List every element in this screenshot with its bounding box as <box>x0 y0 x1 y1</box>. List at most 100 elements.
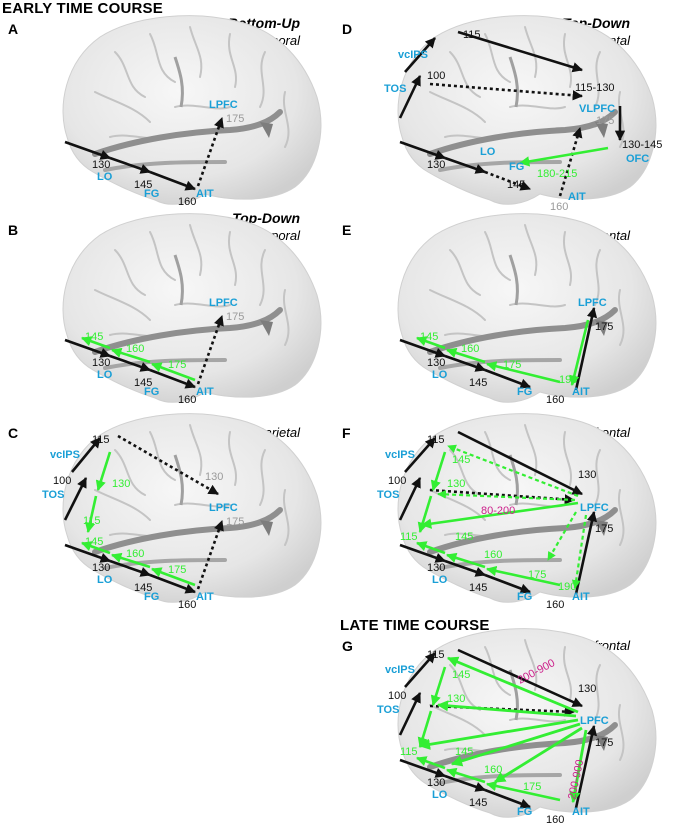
region-c-fg: FG <box>144 591 159 603</box>
panel-f-arrows <box>398 430 598 595</box>
latency-d-115: 115 <box>463 29 481 41</box>
latency-c-g175: 175 <box>168 564 186 576</box>
panel-g-arrows <box>398 648 598 809</box>
arrow-a-fg-ait <box>149 170 196 191</box>
arrow-c-ait-lpfc <box>196 520 224 590</box>
latency-g-g115: 115 <box>400 746 418 758</box>
region-f-tos: TOS <box>377 489 399 501</box>
arrow-f-tos-lo <box>417 495 433 533</box>
arrow-e-fg-ait <box>484 368 531 389</box>
region-d-ofc: OFC <box>626 153 649 165</box>
arrow-f-lo-back <box>416 541 446 555</box>
latency-c-g160: 160 <box>126 548 144 560</box>
region-a-lpfc: LPFC <box>209 99 238 111</box>
panel-b-title: Top-Down <box>232 210 300 226</box>
arrow-f-ait-fg <box>485 565 561 587</box>
latency-f-130: 130 <box>427 562 445 574</box>
arrow-g-ait-fg <box>485 780 561 802</box>
arrow-b-fg-ait <box>149 368 196 389</box>
region-d-tos: TOS <box>384 83 406 95</box>
latency-f-g130: 130 <box>447 478 465 490</box>
latency-d-130-145: 130-145 <box>622 139 662 151</box>
region-f-lpfc: LPFC <box>580 502 609 514</box>
arrow-f-lpfc-mid <box>547 511 577 561</box>
window-f-80-200: 80-200 <box>481 505 515 517</box>
latency-e-g190: 190 <box>559 374 577 386</box>
arrow-b-ait-fg <box>151 362 196 382</box>
arrow-f-lpfc-back <box>420 501 579 529</box>
arrow-d-in <box>399 140 446 160</box>
latency-g-130b: 130 <box>578 683 596 695</box>
latency-c-g115: 115 <box>83 515 101 527</box>
region-e-fg: FG <box>517 386 532 398</box>
latency-c-100: 100 <box>53 475 71 487</box>
latency-b-175: 175 <box>226 311 244 323</box>
latency-g-g130: 130 <box>447 693 465 705</box>
latency-d-145: 145 <box>507 179 525 191</box>
region-g-lo: LO <box>432 789 448 801</box>
region-d-lo: LO <box>480 146 496 158</box>
arrow-g-tos-vcips <box>404 652 436 688</box>
panel-letter-f: F <box>342 425 351 441</box>
arrow-c-in <box>64 543 111 563</box>
latency-d-175: 175 <box>596 115 614 127</box>
region-g-fg: FG <box>517 806 532 818</box>
region-c-lpfc: LPFC <box>209 502 238 514</box>
arrow-c-vcips-tos <box>95 451 112 491</box>
latency-a-145: 145 <box>134 179 152 191</box>
region-g-ait: AIT <box>572 806 590 818</box>
latency-e-g175: 175 <box>503 359 521 371</box>
region-g-tos: TOS <box>377 704 399 716</box>
latency-c-g145: 145 <box>85 536 103 548</box>
latency-e-130: 130 <box>427 357 445 369</box>
latency-g-145: 145 <box>469 797 487 809</box>
arrow-g-vcips-lpfc <box>457 648 583 708</box>
region-b-lo: LO <box>97 369 113 381</box>
latency-f-g115: 115 <box>400 531 418 543</box>
latency-b-145: 145 <box>134 377 152 389</box>
brain-panel-d <box>398 16 656 205</box>
arrow-c-lo-back <box>81 541 111 555</box>
region-a-ait: AIT <box>196 188 214 200</box>
arrow-g-fg-ait <box>484 788 531 809</box>
latency-f-175: 175 <box>595 523 613 535</box>
latency-g-130: 130 <box>427 777 445 789</box>
latency-d-g180-215: 180-215 <box>537 168 577 180</box>
region-b-fg: FG <box>144 386 159 398</box>
latency-d-160: 160 <box>550 201 568 213</box>
arrow-g-fg-lo <box>446 767 486 784</box>
arrow-f-tos-lpfc <box>429 488 576 505</box>
arrow-f-vcips-tos <box>430 451 447 491</box>
region-d-fg: FG <box>509 161 524 173</box>
panel-letter-b: B <box>8 222 19 238</box>
latency-g-115: 115 <box>427 649 445 661</box>
arrow-c-tos-lo <box>84 495 98 534</box>
latency-a-175: 175 <box>226 113 244 125</box>
region-a-lo: LO <box>97 171 113 183</box>
arrow-e-in <box>399 338 446 358</box>
arrow-g-tos-lo <box>417 710 433 748</box>
latency-f-145: 145 <box>469 582 487 594</box>
arrow-g-in-tos <box>398 692 422 736</box>
latency-f-g190: 190 <box>558 581 576 593</box>
late-time-course-heading: LATE TIME COURSE <box>340 617 490 634</box>
panel-letter-a: A <box>8 21 19 37</box>
latency-e-160: 160 <box>546 394 564 406</box>
arrow-f-tos-vcips <box>404 437 436 473</box>
region-c-lo: LO <box>97 574 113 586</box>
latency-b-130: 130 <box>92 357 110 369</box>
latency-b-g175: 175 <box>168 359 186 371</box>
region-f-fg: FG <box>517 591 532 603</box>
arrow-c-ait-fg <box>151 567 196 587</box>
region-c-tos: TOS <box>42 489 64 501</box>
arrow-d-tos-vcips <box>404 37 436 73</box>
region-d-ait: AIT <box>568 191 586 203</box>
latency-e-145: 145 <box>469 377 487 389</box>
latency-a-130: 130 <box>92 159 110 171</box>
latency-d-130: 130 <box>427 159 445 171</box>
region-d-vlpfc: VLPFC <box>579 103 615 115</box>
arrow-b-fg-lo <box>111 347 151 364</box>
arrow-f-vcips-lpfc <box>457 430 583 496</box>
arrow-g-lo-back <box>416 756 446 770</box>
